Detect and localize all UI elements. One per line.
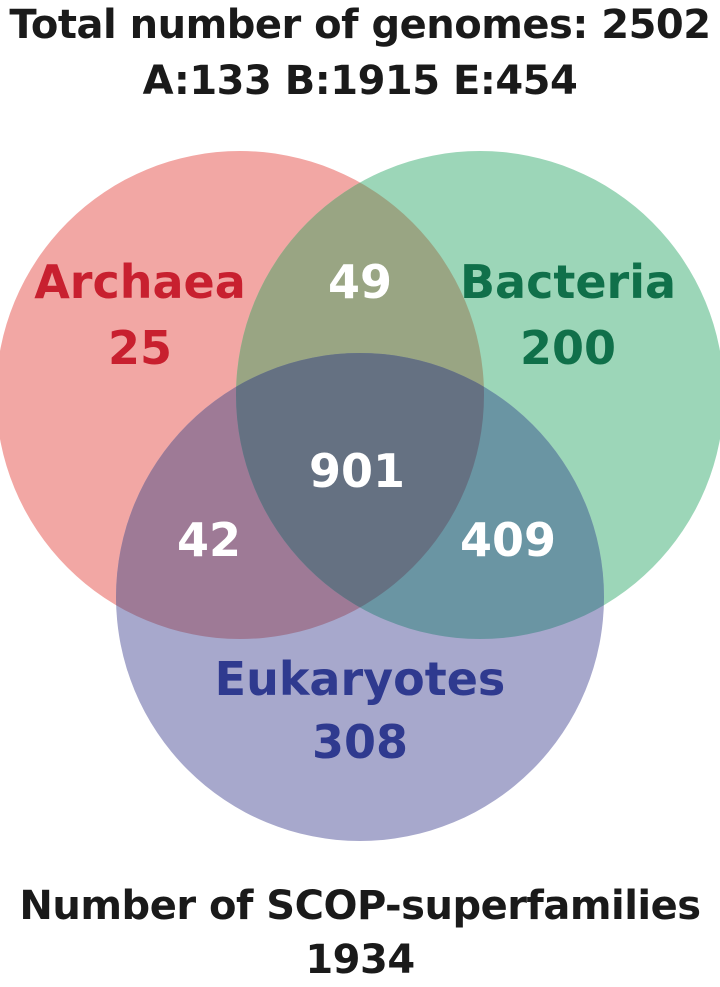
footer-total: 1934 bbox=[305, 937, 415, 983]
archaea-only-count: 25 bbox=[108, 321, 172, 375]
bacteria-label: Bacteria bbox=[460, 255, 676, 309]
bacteria-only-count: 200 bbox=[520, 321, 616, 375]
genome-counts: A:133 B:1915 E:454 bbox=[142, 58, 578, 104]
all-three-count: 901 bbox=[309, 444, 405, 498]
archaea-bacteria-count: 49 bbox=[328, 255, 392, 309]
page-title: Total number of genomes: 2502 bbox=[9, 2, 711, 48]
eukaryotes-label: Eukaryotes bbox=[215, 652, 506, 706]
footer-label: Number of SCOP-superfamilies bbox=[19, 883, 701, 929]
archaea-label: Archaea bbox=[34, 255, 246, 309]
bacteria-eukaryotes-count: 409 bbox=[460, 513, 556, 567]
eukaryotes-only-count: 308 bbox=[312, 715, 408, 769]
archaea-eukaryotes-count: 42 bbox=[177, 513, 241, 567]
